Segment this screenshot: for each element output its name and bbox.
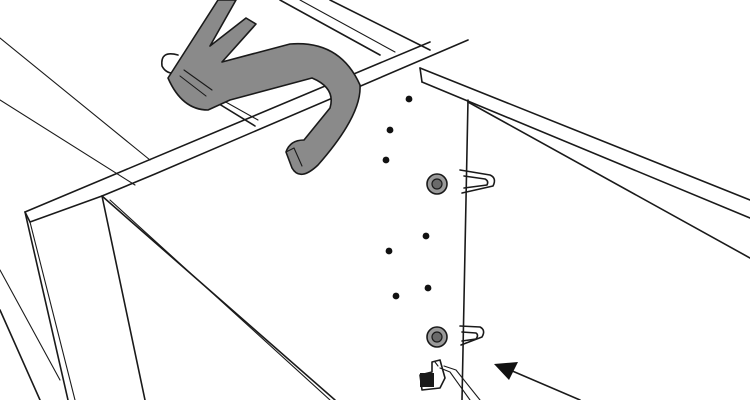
side-panel-right-edge: [461, 99, 469, 400]
arrow-head: [494, 362, 518, 380]
hole: [424, 284, 432, 292]
right-rail-end: [419, 67, 423, 83]
hole: [422, 232, 430, 240]
right-rail: [419, 67, 750, 259]
front-board: [24, 39, 469, 400]
front-board-left-edge-inner: [29, 221, 76, 400]
back-edge-line: [0, 37, 151, 161]
side-panel-diagonal-inner: [109, 199, 331, 400]
front-board-top-edge: [24, 41, 431, 213]
connector-body: [419, 359, 446, 391]
clamp-icon: [161, 0, 361, 176]
front-board-lower-edge: [29, 195, 103, 223]
clamp-groove-2: [183, 69, 213, 91]
cable-line-2: [443, 365, 481, 400]
hook-wire: [459, 169, 496, 194]
front-board-lower-edge-2: [101, 39, 469, 197]
front-board-left-edge: [24, 211, 69, 400]
right-rail-bottom-edge: [467, 101, 750, 259]
right-rail-front-edge: [421, 81, 750, 219]
cable-tab: [434, 361, 439, 367]
clamp-groove: [179, 75, 207, 97]
background-structure: [0, 0, 431, 400]
hole: [382, 156, 390, 164]
cable-connector-icon: [419, 359, 481, 400]
cable-hook-upper: [426, 169, 496, 195]
direction-arrow-icon: [494, 362, 581, 400]
left-floor-line: [0, 269, 61, 381]
hole: [385, 247, 393, 255]
clamp-tip: [285, 147, 303, 167]
clamp-body: [167, 0, 361, 176]
hook-wire: [459, 325, 485, 346]
top-rail-inner: [299, 0, 396, 53]
hole: [405, 95, 413, 103]
hook-wire-inner: [463, 175, 489, 189]
right-rail-top-edge: [419, 67, 750, 201]
hole: [392, 292, 400, 300]
left-floor-line-2: [0, 309, 41, 400]
holes-lower: [385, 232, 432, 300]
side-panel-left-edge: [101, 195, 146, 400]
holes-upper: [382, 95, 413, 164]
connector-plug: [420, 373, 434, 387]
hook-wire-inner: [461, 331, 479, 342]
back-edge-line-2: [0, 99, 136, 186]
cable-hook-lower: [426, 325, 485, 348]
hole: [386, 126, 394, 134]
arrow-shaft: [509, 369, 581, 400]
side-panel: [101, 99, 469, 400]
top-rail-edge-2: [329, 0, 431, 51]
cable-line: [439, 367, 471, 400]
grommet-core: [431, 331, 443, 343]
grommet-core: [431, 178, 443, 190]
top-rail-edge: [279, 0, 381, 56]
